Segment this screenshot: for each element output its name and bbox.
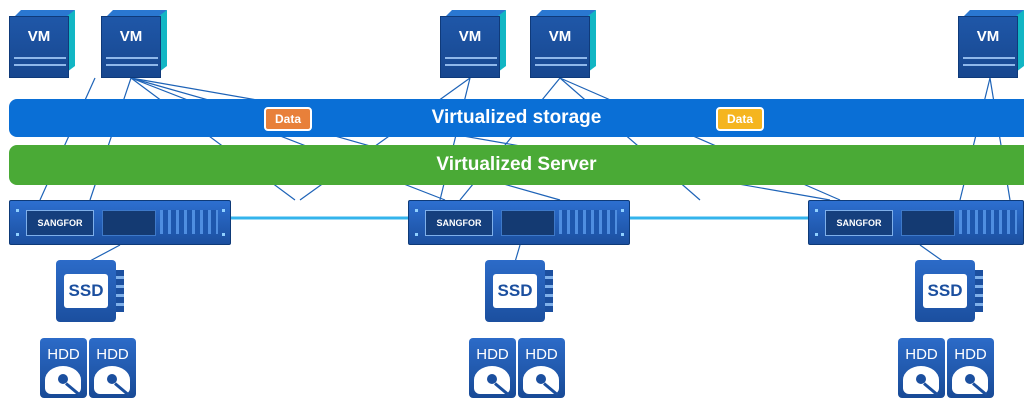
hdd-label: HDD [525,346,558,363]
data-badge: Data [716,107,765,131]
hdd-drive: HDD [947,338,994,398]
server-unit: SANGFOR [408,200,630,245]
vm-node: VM [9,10,75,78]
ssd-drive: SSD [485,260,553,322]
vm-node: VM [101,10,167,78]
link-line [919,244,945,263]
server-unit: SANGFOR [808,200,1024,245]
server-band: Virtualized Server [9,145,1024,185]
link-line [87,244,121,263]
vm-node: VM [530,10,596,78]
server-brand-label: SANGFOR [825,210,893,236]
hdd-label: HDD [47,346,80,363]
ssd-label: SSD [493,274,537,308]
hdd-label: HDD [96,346,129,363]
ssd-label: SSD [923,274,967,308]
hdd-drive: HDD [898,338,945,398]
hdd-label: HDD [476,346,509,363]
vm-node: VM [958,10,1024,78]
data-badge: Data [264,107,313,131]
hdd-drive: HDD [40,338,87,398]
hdd-label: HDD [954,346,987,363]
hdd-drive: HDD [469,338,516,398]
server-unit: SANGFOR [9,200,231,245]
hdd-drive: HDD [518,338,565,398]
server-brand-label: SANGFOR [26,210,94,236]
vm-node: VM [440,10,506,78]
storage-band-label: Virtualized storage [431,107,602,128]
link-line [514,244,521,263]
hdd-label: HDD [905,346,938,363]
ssd-drive: SSD [56,260,124,322]
hdd-drive: HDD [89,338,136,398]
ssd-drive: SSD [915,260,983,322]
server-band-label: Virtualized Server [436,154,597,175]
storage-band: Virtualized storage [9,99,1024,137]
server-brand-label: SANGFOR [425,210,493,236]
ssd-label: SSD [64,274,108,308]
